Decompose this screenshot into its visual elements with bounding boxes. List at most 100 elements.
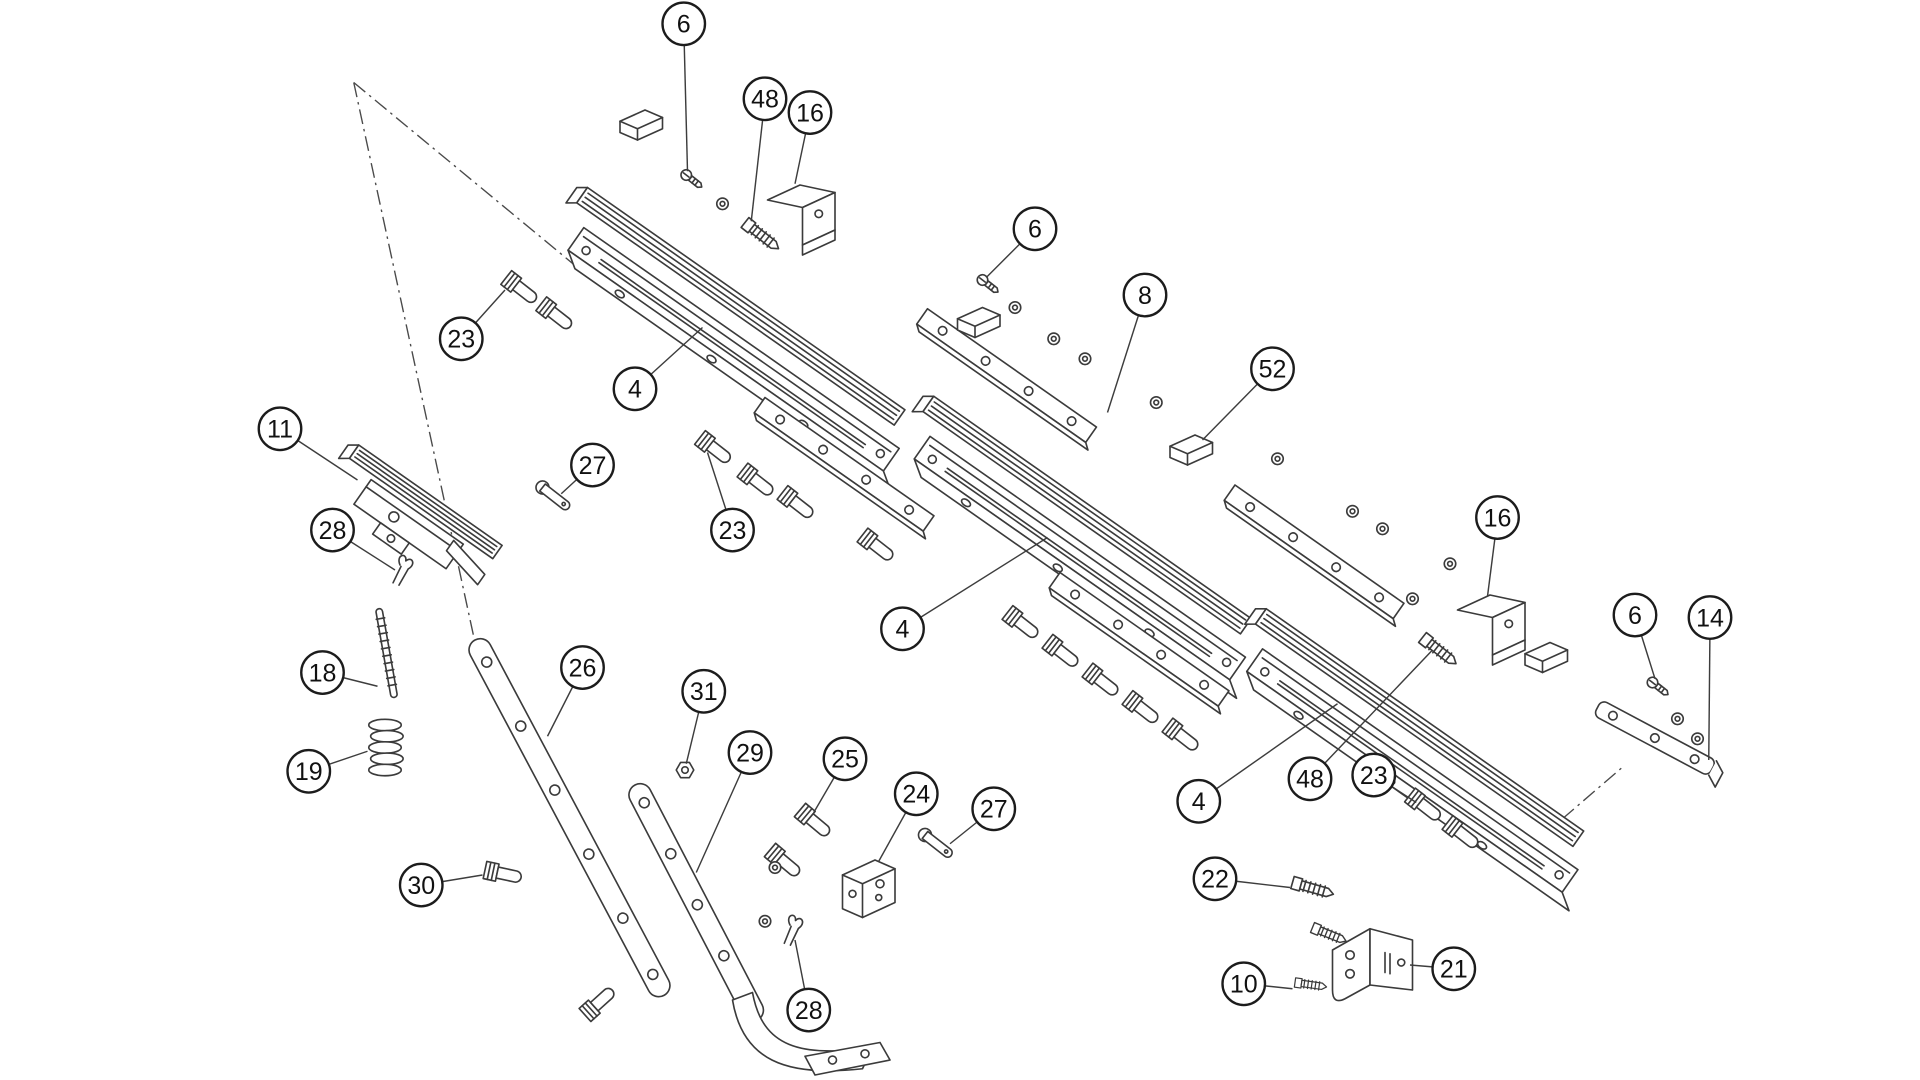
- callout-balloon: [971, 786, 1017, 832]
- callout-balloon: [1612, 592, 1658, 638]
- leader-line: [794, 133, 807, 184]
- callout-number: 4: [1192, 788, 1206, 816]
- flat-washer: [1345, 504, 1360, 518]
- splice-plate-right: [1220, 484, 1410, 628]
- callout-number: 11: [267, 416, 293, 444]
- callout-number: 4: [896, 616, 910, 644]
- callout-16: 16: [1475, 495, 1520, 597]
- callout-24: 24: [878, 771, 939, 862]
- callout-18: 18: [300, 650, 378, 695]
- callout-number: 6: [1028, 216, 1042, 244]
- hex-bolt: [1121, 689, 1163, 728]
- callout-26: 26: [546, 645, 605, 737]
- clip-52: [1169, 434, 1214, 466]
- flat-bar-14: [1594, 701, 1724, 788]
- leader-line: [706, 452, 727, 510]
- callout-balloon: [1176, 778, 1222, 824]
- flat-washer: [1690, 732, 1705, 746]
- leader-line: [328, 750, 368, 766]
- hex-bolt-25: [793, 802, 835, 842]
- callout-23: 23: [438, 289, 506, 362]
- callout-number: 30: [407, 872, 435, 900]
- callout-29: 29: [695, 730, 773, 873]
- hex-bolt: [776, 484, 818, 523]
- callout-number: 27: [980, 796, 1008, 824]
- callout-number: 48: [1296, 766, 1324, 794]
- leader-line: [949, 821, 978, 845]
- flat-washer: [1149, 395, 1163, 410]
- callout-balloon: [710, 507, 755, 553]
- callout-23: 23: [1351, 752, 1417, 804]
- leader-line: [1236, 880, 1291, 889]
- callout-balloon: [786, 987, 832, 1033]
- hex-bolt: [763, 842, 805, 882]
- callout-balloon: [822, 736, 868, 782]
- callout-balloon: [398, 862, 444, 908]
- hex-bolt: [1001, 604, 1043, 643]
- callout-31: 31: [681, 668, 727, 764]
- callout-number: 19: [295, 758, 323, 786]
- callout-11: 11: [257, 406, 358, 481]
- door-bracket-arm: [731, 991, 891, 1076]
- flat-washer: [758, 914, 772, 928]
- callout-number: 23: [719, 517, 747, 545]
- leader-line: [297, 439, 358, 481]
- callout-balloon: [300, 650, 345, 695]
- hex-bolt: [736, 462, 778, 501]
- leader-line: [442, 874, 483, 883]
- callout-number: 28: [795, 997, 823, 1025]
- callout-number: 27: [579, 452, 607, 480]
- callout-4: 4: [1176, 703, 1338, 824]
- callout-number: 23: [447, 326, 475, 354]
- callout-balloon: [1687, 595, 1733, 640]
- spring-19: [367, 718, 404, 777]
- strap-26: [468, 637, 671, 998]
- bracket-24: [841, 859, 896, 919]
- leader-line: [650, 326, 703, 376]
- callout-number: 48: [751, 86, 779, 114]
- clevis-pin-27-left: [532, 477, 574, 514]
- callout-number: 26: [569, 654, 597, 682]
- centerline: [353, 81, 578, 269]
- callout-balloon: [438, 316, 484, 362]
- leader-line: [349, 540, 396, 571]
- flat-washer: [715, 197, 730, 211]
- callout-balloon: [257, 406, 303, 452]
- cotter-pin-28-left: [392, 553, 415, 588]
- callout-21: 21: [1409, 946, 1477, 992]
- hex-bolt-23: [535, 296, 577, 335]
- flat-washer: [1375, 522, 1390, 536]
- flat-washer: [768, 860, 782, 875]
- callout-28: 28: [310, 507, 396, 571]
- hex-bolt-23: [500, 269, 542, 308]
- clevis-pin-27-right: [915, 825, 957, 862]
- leader-line: [1708, 638, 1711, 761]
- leader-line: [1215, 703, 1338, 790]
- callout-balloon: [1122, 272, 1168, 318]
- callout-number: 4: [628, 376, 642, 404]
- screw: [1309, 921, 1349, 947]
- leader-line: [878, 812, 907, 862]
- callout-48: 48: [1287, 649, 1434, 802]
- trolley-11: [337, 444, 503, 586]
- callout-balloon: [880, 606, 925, 652]
- callout-30: 30: [398, 862, 483, 908]
- callout-number: 29: [736, 739, 764, 767]
- callout-balloon: [787, 90, 833, 135]
- rail-cap-middle: [956, 306, 1001, 339]
- callout-number: 52: [1259, 356, 1287, 384]
- callout-6: 6: [985, 206, 1058, 279]
- rail-cap-right: [1524, 641, 1569, 674]
- screw-10: [1293, 977, 1328, 993]
- leader-line: [342, 676, 378, 687]
- callout-balloon: [1351, 752, 1397, 798]
- callout-10: 10: [1221, 961, 1293, 1007]
- leader-line: [813, 776, 835, 813]
- leader-line: [985, 243, 1021, 279]
- leader-line: [683, 44, 689, 172]
- leader-line: [1106, 315, 1140, 413]
- leader-line: [920, 536, 1048, 618]
- bracket-21: [1331, 927, 1414, 1002]
